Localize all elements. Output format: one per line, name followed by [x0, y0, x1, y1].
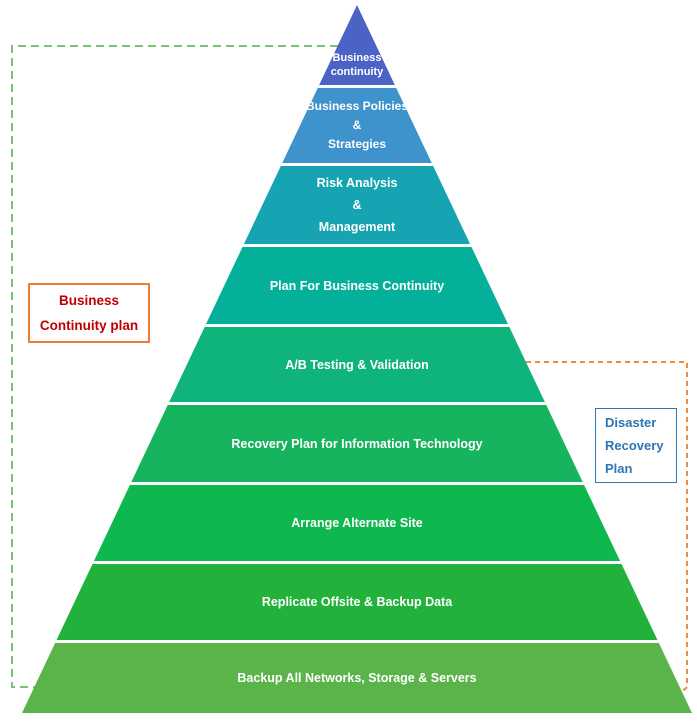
pyramid-level-label-line: A/B Testing & Validation — [285, 357, 429, 372]
pyramid-level-risk-analysis-management: Risk Analysis & Management — [22, 163, 692, 244]
pyramid-level-label-line: Business — [332, 52, 382, 64]
pyramid-level-recovery-plan-information-technology: Recovery Plan for Information Technology — [22, 402, 692, 482]
pyramid-level-backup-all-networks-storage-servers: Backup All Networks, Storage & Servers — [22, 640, 692, 713]
pyramid-level-label-line: Management — [318, 220, 396, 234]
pyramid-level-label-line: Strategies — [327, 137, 387, 151]
pyramid-level-replicate-offsite-backup-data: Replicate Offsite & Backup Data — [22, 561, 692, 640]
pyramid-level-label-line: Recovery Plan for Information Technology — [231, 436, 483, 451]
business-continuity-plan-label-line1: Business — [58, 293, 120, 308]
pyramid-level-label-line: Replicate Offsite & Backup Data — [261, 595, 453, 609]
pyramid-level-business-continuity: Business continuity — [22, 5, 692, 85]
business-continuity-plan-label: Business Continuity plan — [28, 283, 150, 343]
pyramid-level-label-line: Risk Analysis — [316, 176, 398, 190]
pyramid-level-label-line: & — [352, 198, 362, 212]
disaster-recovery-plan-label-line3: Plan — [605, 461, 633, 476]
disaster-recovery-plan-label: Disaster Recovery Plan — [595, 408, 677, 483]
pyramid-level-label-line: Plan For Business Continuity — [269, 278, 445, 293]
pyramid-level-label-line: Arrange Alternate Site — [291, 516, 423, 530]
pyramid-level-business-policies-strategies: Business Policies & Strategies — [22, 85, 692, 163]
business-continuity-plan-label-line2: Continuity plan — [39, 318, 139, 333]
pyramid-level-arrange-alternate-site: Arrange Alternate Site — [22, 482, 692, 561]
pyramid-level-label-line: continuity — [330, 66, 384, 78]
disaster-recovery-plan-label-line2: Recovery — [605, 438, 664, 453]
pyramid-level-label-line: Business Policies — [305, 99, 409, 113]
disaster-recovery-plan-label-line1: Disaster — [605, 415, 657, 430]
pyramid-level-label-line: Backup All Networks, Storage & Servers — [237, 671, 477, 685]
pyramid-level-label-line: & — [352, 118, 362, 132]
